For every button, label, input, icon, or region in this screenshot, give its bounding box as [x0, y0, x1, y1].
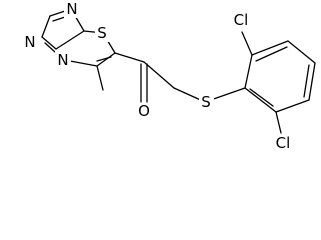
- bond-cup-cltop: [241, 31, 253, 56]
- bond-ctopright-cright: [287, 40, 316, 64]
- atom-cl-bottom: Cl: [272, 134, 294, 152]
- bond-cbottomright-cdown: [275, 99, 310, 113]
- bond-c5-c6-double: [96, 56, 112, 62]
- bond-cdown-cipso: [244, 87, 277, 113]
- bond-ccarbonyl-ch2: [143, 61, 175, 89]
- atom-cl-top: Cl: [230, 11, 252, 29]
- atom-s-ring-label: S: [97, 24, 107, 42]
- bond-c5-c6: [96, 52, 116, 67]
- atom-o-carbonyl: O: [136, 102, 152, 120]
- atom-o-carbonyl-label: O: [138, 102, 150, 120]
- atom-n-top: N: [64, 0, 80, 18]
- bond-c6-nbridge: [69, 60, 98, 67]
- atom-s-ring: S: [95, 24, 110, 42]
- bond-ctri-nleft: [41, 15, 51, 38]
- bond-nbridge-cfused: [55, 30, 85, 50]
- atom-cl-bottom-label: Cl: [276, 134, 291, 152]
- atom-labels: N N N S O S Cl Cl: [22, 0, 294, 152]
- atom-cl-top-label: Cl: [234, 11, 249, 29]
- bond-cright-cbottomright: [308, 62, 316, 101]
- bond-nleft-nbridge-double: [44, 42, 56, 53]
- atom-n-top-label: N: [66, 0, 77, 18]
- bond-cipso-cup: [244, 54, 253, 89]
- structure-diagram: N N N S O S Cl Cl: [22, 0, 316, 152]
- bonds: [41, 8, 316, 134]
- atom-s-thioether-label: S: [201, 93, 211, 111]
- atom-n-left: N: [22, 33, 38, 51]
- bond-cup-ctopright: [251, 40, 289, 56]
- bond-cdown-clbottom: [275, 111, 282, 134]
- atom-s-thioether: S: [199, 93, 214, 111]
- bond-cright-cbottomright-double: [303, 64, 310, 98]
- bond-nleft-nbridge: [41, 36, 57, 50]
- bond-c6-methyl: [96, 65, 104, 91]
- atom-n-left-label: N: [24, 33, 35, 51]
- atom-n-bridge: N: [55, 51, 71, 69]
- bond-c5-ccarbonyl: [114, 52, 145, 63]
- bond-cdown-cipso-double: [249, 88, 274, 107]
- bond-cup-ctopright-double: [255, 46, 288, 62]
- atom-n-bridge-label: N: [57, 51, 68, 69]
